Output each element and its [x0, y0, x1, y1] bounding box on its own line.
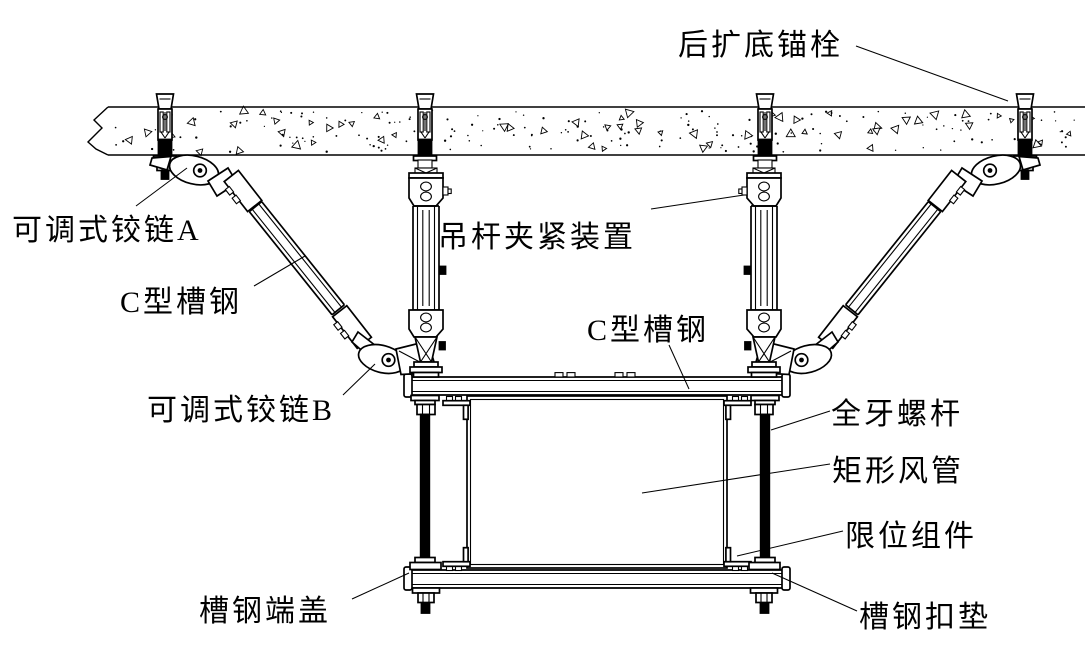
- callout-channel-end-cap: 槽钢端盖: [199, 572, 410, 628]
- callout-c-channel-main: C型槽钢: [587, 314, 709, 390]
- leader-line: [668, 344, 690, 390]
- callout-channel-buckle-pad: 槽钢扣垫: [771, 572, 991, 634]
- ceiling-slab: [86, 105, 1085, 157]
- concrete-stipple-pattern: [114, 105, 1075, 157]
- label-adjustable-hinge-b: 可调式铰链B: [147, 394, 335, 427]
- diagonal-brace-right: [752, 149, 1041, 380]
- label-rectangular-duct: 矩形风管: [832, 455, 964, 488]
- leader-line: [650, 194, 745, 210]
- leader-line: [771, 572, 858, 612]
- leader-line: [351, 572, 410, 600]
- channel-end-cap-left-top: [403, 373, 413, 398]
- callout-hanger-rod-clamp: 吊杆夹紧装置: [438, 194, 745, 254]
- limit-assembly-top-right: [723, 395, 752, 421]
- bottom-c-channel: [403, 566, 791, 591]
- limit-assembly-top-left: [442, 395, 471, 421]
- anchor-bolt-outer-right: [1012, 93, 1038, 162]
- callout-adjustable-hinge-b: 可调式铰链B: [147, 363, 376, 427]
- channel-end-cap-left-bottom: [403, 566, 413, 591]
- rectangular-duct: [466, 395, 728, 569]
- diagonal-brace-left: [149, 149, 438, 380]
- label-c-channel-main: C型槽钢: [587, 314, 709, 347]
- label-c-channel-brace: C型槽钢: [120, 286, 242, 319]
- label-hanger-rod-clamp: 吊杆夹紧装置: [438, 221, 636, 254]
- left-hardware: [149, 93, 453, 615]
- leader-line: [641, 463, 831, 494]
- label-channel-buckle-pad: 槽钢扣垫: [859, 601, 991, 634]
- callout-rear-anchor-bolt: 后扩底锚栓: [678, 29, 1009, 102]
- leader-line: [253, 255, 306, 287]
- label-full-thread-rod: 全牙螺杆: [831, 398, 963, 431]
- label-adjustable-hinge-a: 可调式铰链A: [12, 214, 202, 247]
- label-rear-anchor-bolt: 后扩底锚栓: [678, 29, 843, 62]
- leader-line: [770, 410, 831, 431]
- limit-assembly-bottom-left: [442, 546, 471, 572]
- anchor-bolt-inner-right: [752, 93, 778, 162]
- label-channel-end-cap: 槽钢端盖: [199, 595, 331, 628]
- anchor-bolt-inner-left: [412, 93, 438, 162]
- threaded-rod-left: [409, 394, 442, 615]
- leader-line: [855, 45, 1009, 102]
- channel-end-cap-right-bottom: [781, 566, 791, 591]
- callout-rectangular-duct: 矩形风管: [641, 455, 964, 494]
- callout-full-thread-rod: 全牙螺杆: [770, 398, 963, 431]
- leader-line: [342, 363, 376, 396]
- channel-end-cap-right-top: [781, 373, 791, 398]
- callout-adjustable-hinge-a: 可调式铰链A: [12, 167, 202, 247]
- callout-c-channel-brace: C型槽钢: [120, 255, 306, 319]
- label-limit-assembly: 限位组件: [845, 520, 977, 553]
- callout-limit-assembly: 限位组件: [736, 520, 977, 557]
- leader-line: [135, 167, 188, 207]
- top-c-channel: [403, 372, 791, 398]
- break-line: [86, 106, 109, 156]
- limit-assembly-bottom-right: [723, 546, 752, 572]
- leader-line: [736, 530, 844, 557]
